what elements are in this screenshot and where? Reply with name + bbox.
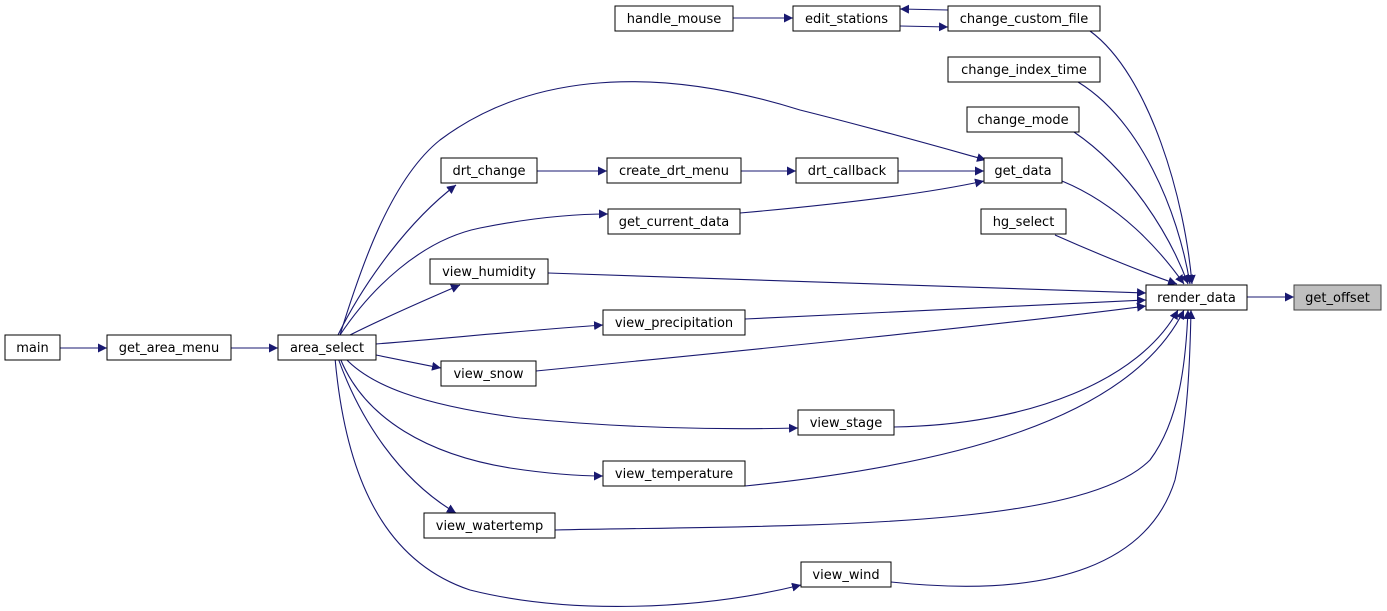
node-label: change_mode bbox=[977, 113, 1068, 128]
node-drt-callback[interactable]: drt_callback bbox=[795, 157, 899, 184]
edge-area-select-to-view-wind bbox=[334, 357, 802, 607]
edge-area-select-to-view-precipitation bbox=[375, 321, 604, 345]
edge-change-mode-to-render-data bbox=[1073, 131, 1190, 285]
edge-view-temperature-to-render-data bbox=[744, 309, 1185, 487]
edge-area-select-to-view-stage bbox=[344, 357, 799, 433]
node-label: hg_select bbox=[993, 215, 1055, 230]
node-handle-mouse[interactable]: handle_mouse bbox=[614, 5, 734, 32]
edge-view-humidity-to-render-data bbox=[547, 272, 1147, 298]
node-label: get_offset bbox=[1305, 291, 1370, 306]
edge-area-select-to-view-humidity bbox=[349, 284, 461, 336]
node-create-drt-menu[interactable]: create_drt_menu bbox=[606, 157, 742, 184]
edge-get-current-data-to-get-data bbox=[739, 178, 985, 214]
edge-area-select-to-drt-change bbox=[337, 184, 457, 336]
node-label: get_current_data bbox=[619, 215, 730, 230]
node-view-precipitation[interactable]: view_precipitation bbox=[602, 309, 746, 336]
edge-area-select-to-get-data bbox=[339, 81, 987, 336]
node-label: handle_mouse bbox=[627, 12, 721, 27]
edge-view-watertemp-to-render-data bbox=[554, 309, 1193, 531]
node-label: view_snow bbox=[453, 367, 523, 382]
node-view-wind[interactable]: view_wind bbox=[800, 561, 892, 588]
edge-view-stage-to-render-data bbox=[893, 309, 1179, 428]
edge-view-wind-to-render-data bbox=[890, 309, 1196, 587]
node-get-current-data[interactable]: get_current_data bbox=[607, 208, 741, 235]
node-main[interactable]: main bbox=[4, 334, 61, 361]
node-view-temperature[interactable]: view_temperature bbox=[602, 460, 746, 487]
node-get-data[interactable]: get_data bbox=[983, 157, 1063, 184]
node-label: view_watertemp bbox=[436, 519, 544, 534]
node-label: view_humidity bbox=[442, 265, 536, 280]
node-view-snow[interactable]: view_snow bbox=[440, 360, 537, 387]
node-get-offset[interactable]: get_offset bbox=[1293, 284, 1382, 311]
node-change-index-time[interactable]: change_index_time bbox=[947, 56, 1101, 83]
node-label: area_select bbox=[290, 341, 364, 356]
node-view-watertemp[interactable]: view_watertemp bbox=[423, 512, 556, 539]
edge-area-select-to-view-snow bbox=[375, 354, 442, 371]
edge-view-precipitation-to-render-data bbox=[744, 295, 1147, 320]
edge-edit-stations-to-change-custom-file bbox=[899, 22, 949, 32]
node-hg-select[interactable]: hg_select bbox=[980, 208, 1067, 235]
node-label: get_area_menu bbox=[119, 341, 219, 356]
node-label: view_stage bbox=[810, 416, 883, 431]
node-label: create_drt_menu bbox=[619, 164, 729, 179]
node-label: drt_callback bbox=[808, 164, 887, 179]
node-view-humidity[interactable]: view_humidity bbox=[429, 258, 549, 285]
node-label: change_index_time bbox=[961, 63, 1087, 78]
node-render-data[interactable]: render_data bbox=[1145, 284, 1248, 311]
edge-view-snow-to-render-data bbox=[535, 302, 1147, 372]
edge-change-index-time-to-render-data bbox=[1077, 81, 1193, 285]
node-label: change_custom_file bbox=[960, 12, 1089, 27]
edge-area-select-to-view-temperature bbox=[339, 357, 604, 481]
node-label: drt_change bbox=[452, 164, 525, 179]
edge-area-select-to-view-watertemp bbox=[337, 357, 457, 514]
node-edit-stations[interactable]: edit_stations bbox=[792, 5, 901, 32]
node-label: main bbox=[16, 341, 48, 356]
node-change-custom-file[interactable]: change_custom_file bbox=[947, 5, 1101, 32]
edge-hg-select-to-render-data bbox=[1054, 234, 1178, 286]
node-change-mode[interactable]: change_mode bbox=[966, 106, 1080, 133]
node-label: view_temperature bbox=[615, 467, 733, 482]
node-label: view_wind bbox=[812, 568, 879, 583]
edge-area-select-to-get-current-data bbox=[339, 209, 609, 336]
node-get-area-menu[interactable]: get_area_menu bbox=[106, 334, 232, 361]
node-label: render_data bbox=[1157, 291, 1236, 306]
node-label: view_precipitation bbox=[615, 316, 733, 331]
edge-change-custom-file-to-render-data bbox=[1089, 30, 1196, 285]
node-drt-change[interactable]: drt_change bbox=[440, 157, 538, 184]
node-label: get_data bbox=[994, 164, 1051, 179]
node-view-stage[interactable]: view_stage bbox=[797, 409, 895, 436]
edge-get-data-to-render-data bbox=[1061, 180, 1185, 285]
node-area-select[interactable]: area_select bbox=[277, 334, 377, 361]
node-label: edit_stations bbox=[805, 12, 888, 27]
edge-change-custom-file-to-edit-stations bbox=[899, 4, 949, 14]
